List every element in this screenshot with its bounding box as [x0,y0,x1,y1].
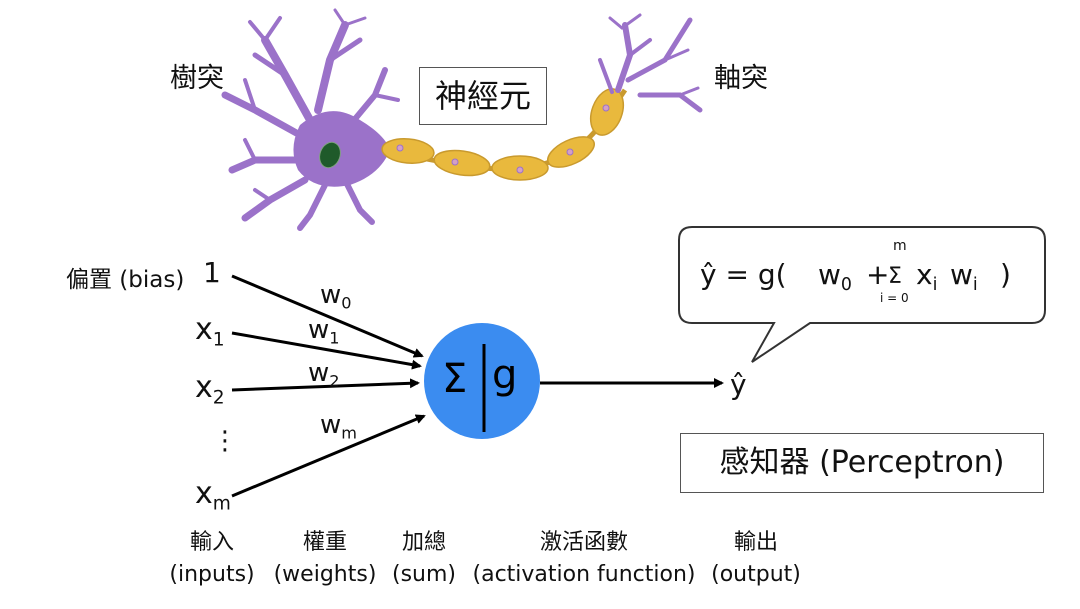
stage-inputs-en: (inputs) [169,562,255,587]
nucleus [319,141,341,169]
formula-wi: wi [950,258,978,295]
weight-wm-base: w [320,410,342,440]
input-ellipsis: ⋮ [212,426,238,456]
stage-inputs: 輸入 (inputs) [168,524,256,587]
weight-w2: w2 [308,358,340,391]
axon-label: 軸突 [714,63,768,94]
perceptron-node [424,323,540,439]
weight-w0-sub: 0 [341,293,352,313]
stage-weights-zh: 權重 [302,530,347,555]
stage-activation-zh: 激活函數 [539,530,628,555]
weight-w2-sub: 2 [329,371,340,391]
formula-xi: xi [916,258,937,295]
input-xm-base: x [195,476,213,511]
dendrite-label: 樹突 [170,63,224,94]
stage-activation-en: (activation function) [472,562,696,587]
weight-wm: wm [320,410,357,443]
arrow-x1 [231,331,422,370]
formula-xi-base: x [916,258,933,291]
weight-w0-base: w [320,280,342,310]
weight-w0: w0 [320,280,352,313]
formula-w0-base: w [818,258,841,291]
formula-rhs: ) [1000,258,1011,291]
stage-inputs-zh: 輸入 [189,530,234,555]
formula-lhs: ŷ = g( [700,258,787,291]
input-x2: x2 [195,370,225,409]
formula-plus: + [866,258,890,291]
formula-w0-sub: 0 [840,275,852,296]
weight-w1-sub: 1 [329,328,340,348]
formula-bubble [678,226,1046,363]
axon-terminals [598,13,703,113]
stage-sum-en: (sum) [391,562,456,587]
input-x1: x1 [195,312,225,351]
bias-label: 偏置 (bias) [66,267,185,293]
formula-xi-sub: i [932,275,938,296]
sum-symbol: Σ [442,356,468,402]
neuron-illustration [221,8,703,231]
input-x2-sub: 2 [212,387,225,409]
formula-wi-sub: i [972,275,978,296]
formula-wi-base: w [950,258,973,291]
input-x2-base: x [195,370,213,405]
stage-output: 輸出 (output) [708,524,804,587]
weight-w1-base: w [308,315,330,345]
bias-value: 1 [203,256,221,289]
input-x1-base: x [195,312,213,347]
input-x1-sub: 1 [212,329,225,351]
arrow-bias [231,274,424,358]
weight-w1: w1 [308,315,340,348]
stage-weights: 權重 (weights) [270,524,380,587]
input-arrows [231,274,426,498]
sigma-bottom: i = 0 [880,291,909,305]
output-symbol: ŷ [730,368,747,401]
perceptron-title: 感知器 (Perceptron) [680,433,1044,493]
input-xm: xm [195,476,231,515]
stage-sum-zh: 加總 [401,530,446,555]
sigma-top: m [893,238,907,254]
stage-weights-en: (weights) [273,562,377,587]
formula-w0: w0 [818,258,852,295]
sigma-symbol: Σ [888,264,902,289]
myelin-sheath [381,88,625,181]
input-xm-sub: m [212,493,231,515]
arrow-xm [231,414,426,498]
dendrites [221,8,400,231]
neuron-title: 神經元 [419,67,547,125]
activation-symbol: g [492,352,518,398]
stage-sum: 加總 (sum) [388,524,460,587]
weight-wm-sub: m [341,423,357,443]
stage-output-en: (output) [711,562,801,587]
arrow-x2 [231,378,420,392]
weight-w2-base: w [308,358,330,388]
stage-output-zh: 輸出 [733,530,778,555]
myelin-nuclei [396,104,610,174]
stage-activation: 激活函數 (activation function) [466,524,702,587]
cell-body [293,111,390,187]
